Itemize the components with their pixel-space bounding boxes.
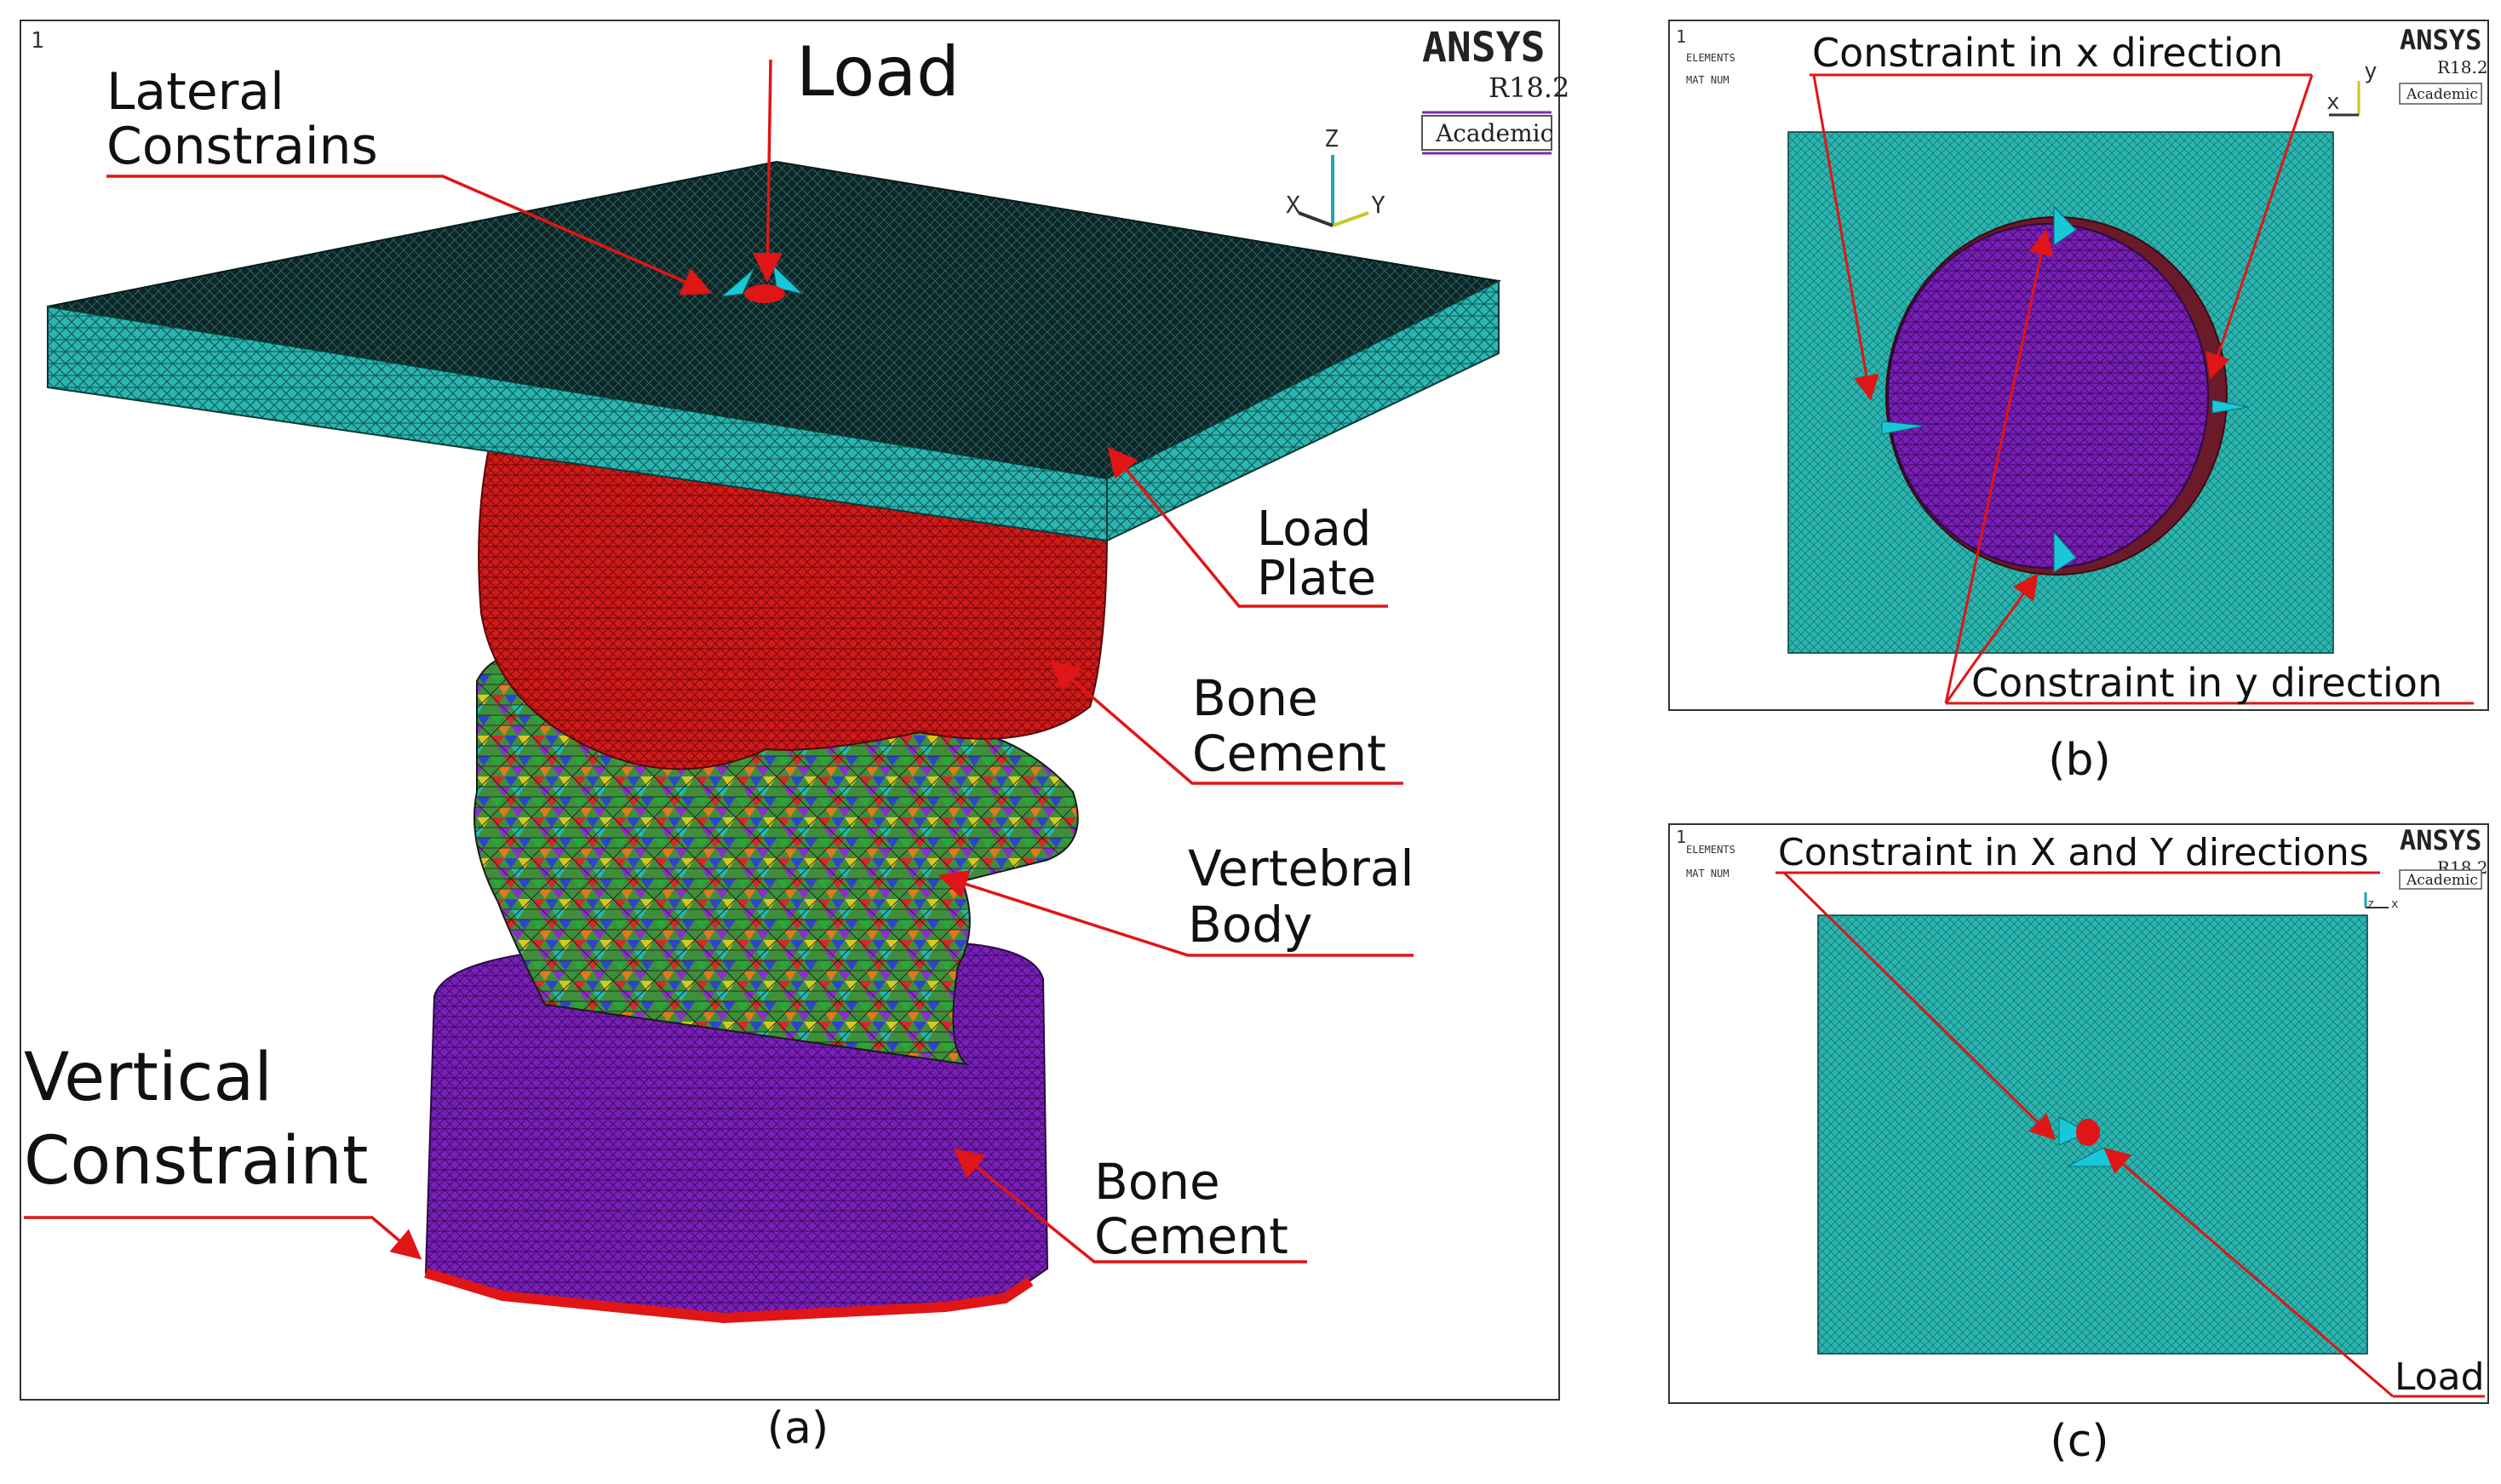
constraint-marker-top — [2053, 205, 2077, 246]
label-bone-cement-bottom-line1: Bone — [1094, 1153, 1220, 1211]
constraint-marker-x — [2058, 1116, 2090, 1146]
label-bone-cement-bottom-line2: Cement — [1094, 1207, 1288, 1265]
panel-c: 1 ELEMENTS MAT NUM ANSYS R18.2 Academic … — [1668, 823, 2489, 1467]
constraint-x-right-leader — [2206, 74, 2314, 380]
constraint-marker-right — [2211, 399, 2249, 414]
constraint-x-left-leader — [1812, 74, 1879, 401]
ansys-edition: Academic — [2406, 86, 2478, 103]
load-point-marker — [2076, 1119, 2100, 1146]
load-plate-side — [1106, 279, 1500, 542]
axis-triad: x y — [2326, 59, 2378, 117]
ansys-name: ANSYS — [1422, 24, 1546, 72]
ansys-version: R18.2 — [2437, 57, 2488, 77]
label-vertical-line1: Vertical — [24, 1040, 272, 1116]
label-load: Load — [796, 32, 960, 112]
constraint-y-top-leader — [1944, 229, 2054, 704]
label-load-plate-line1: Load — [1257, 501, 1371, 557]
header-line-2: MAT NUM — [1686, 868, 1729, 880]
label-bone-cement-top-line2: Cement — [1192, 725, 1386, 782]
window-number: 1 — [1676, 827, 1686, 847]
label-lateral-line1: Lateral — [106, 62, 284, 122]
header-line-1: ELEMENTS — [1686, 52, 1735, 64]
axis-y-label: Y — [1371, 191, 1385, 219]
caption-a: (a) — [767, 1403, 829, 1454]
axis-x-label: X — [1286, 191, 1300, 219]
ansys-name: ANSYS — [2400, 24, 2481, 56]
ansys-edition: Academic — [2406, 872, 2478, 889]
caption-c: (c) — [2050, 1416, 2108, 1467]
label-vertebral-line1: Vertebral — [1188, 839, 1414, 897]
load-leader — [2103, 1148, 2394, 1398]
window-number: 1 — [31, 28, 44, 54]
panel-c-leaders — [1775, 871, 2485, 1398]
axis-x-label: x — [2326, 89, 2340, 115]
lateral-constrains-leader — [106, 175, 713, 295]
label-vertebral-line2: Body — [1188, 896, 1312, 954]
constraint-xy-leader — [1782, 871, 2056, 1141]
label-load: Load — [2395, 1355, 2485, 1399]
ansys-edition-box — [1421, 115, 1552, 151]
ansys-name: ANSYS — [2400, 824, 2481, 857]
window-number: 1 — [1676, 26, 1686, 47]
ansys-version: R18.2 — [1489, 72, 1569, 104]
bone-cement-cross-section — [1887, 223, 2209, 569]
lateral-constraint-marker-left — [720, 268, 754, 297]
header-line-2: MAT NUM — [1686, 74, 1729, 86]
ansys-logo: ANSYS R18.2 Academic — [2399, 24, 2488, 105]
label-constraint-xy: Constraint in X and Y directions — [1778, 831, 2369, 874]
load-arrow — [752, 59, 783, 283]
axis-triad: z x — [2364, 892, 2398, 911]
label-load-plate-line2: Plate — [1257, 551, 1376, 606]
axis-z-label: z — [2367, 897, 2374, 911]
axis-triad: Z X Y — [1286, 124, 1385, 227]
bone-cement-bottom-leader — [953, 1148, 1307, 1263]
panel-a: 1 ANSYS R18.2 Academic Z X Y — [20, 20, 1569, 1454]
ansys-logo: ANSYS R18.2 Academic — [2399, 824, 2488, 890]
panel-b-leaders — [1810, 73, 2474, 705]
label-constraint-x: Constraint in x direction — [1812, 30, 2283, 76]
vertical-constraint-edge — [424, 1268, 1034, 1324]
constraint-markers — [1881, 205, 2249, 573]
constraint-marker-bottom — [2053, 530, 2077, 573]
constraint-y-bottom-leader — [1944, 573, 2039, 704]
panel-a-leaders — [24, 59, 1414, 1263]
axis-y-label: y — [2364, 59, 2378, 84]
ansys-edition: Academic — [1435, 119, 1553, 147]
axis-x-label: x — [2391, 897, 2398, 911]
constraint-marker-left — [1881, 421, 1925, 435]
load-point-marker — [744, 284, 785, 303]
label-lateral-line2: Constrains — [106, 117, 378, 176]
load-plate-leader — [1107, 446, 1388, 608]
label-bone-cement-top-line1: Bone — [1192, 669, 1318, 727]
axis-z-label: Z — [1324, 124, 1339, 152]
ansys-logo: ANSYS R18.2 Academic — [1421, 24, 1569, 155]
label-constraint-y: Constraint in y direction — [1971, 660, 2442, 706]
caption-b: (b) — [2048, 735, 2111, 786]
bone-cement-top-leader — [1049, 660, 1403, 785]
label-vertical-line2: Constraint — [24, 1123, 368, 1200]
header-line-1: ELEMENTS — [1686, 844, 1735, 856]
vertical-constraint-leader — [24, 1216, 422, 1260]
vertebral-body-leader — [938, 869, 1414, 957]
panel-b: 1 ELEMENTS MAT NUM ANSYS R18.2 Academic … — [1668, 20, 2489, 786]
load-plate — [47, 160, 1502, 542]
